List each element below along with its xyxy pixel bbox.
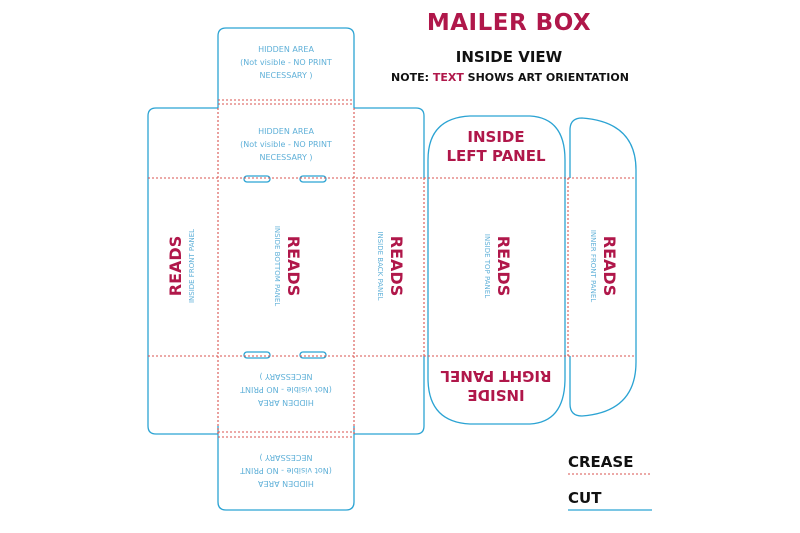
slot-bottom-right bbox=[299, 351, 327, 359]
front-reads: READS bbox=[166, 236, 185, 296]
diagram-title: MAILER BOX bbox=[426, 10, 592, 36]
back-panel-name: INSIDE BACK PANEL bbox=[376, 231, 384, 300]
hidden-bottom-line1: HIDDEN AREA bbox=[258, 479, 314, 488]
right-panel-label: INSIDE RIGHT PANEL bbox=[440, 367, 551, 404]
hidden-upper-line3: NECESSARY ) bbox=[259, 153, 312, 162]
hidden-area-lower: HIDDEN AREA (Not visible - NO PRINT NECE… bbox=[240, 372, 332, 407]
note-highlight: TEXT bbox=[432, 71, 464, 84]
hidden-lower-line3: NECESSARY ) bbox=[259, 372, 312, 381]
note-suffix: SHOWS ART ORIENTATION bbox=[463, 71, 629, 84]
inner-front-panel-name: INNER FRONT PANEL bbox=[589, 230, 597, 302]
slot-top-left bbox=[243, 175, 271, 183]
front-panel-name: INSIDE FRONT PANEL bbox=[188, 229, 196, 303]
left-panel-label: INSIDE LEFT PANEL bbox=[446, 128, 546, 165]
crease-lines bbox=[148, 99, 652, 475]
left-panel-line1: INSIDE bbox=[467, 128, 524, 146]
cut-top-flap bbox=[217, 27, 355, 100]
hidden-upper-line1: HIDDEN AREA bbox=[258, 127, 314, 136]
bottom-panel-label: READS INSIDE BOTTOM PANEL bbox=[273, 226, 303, 306]
back-panel-label: READS INSIDE BACK PANEL bbox=[376, 231, 406, 300]
bottom-reads: READS bbox=[284, 236, 303, 296]
cut-front-panel bbox=[147, 107, 218, 435]
hidden-top-line2: (Not visible - NO PRINT bbox=[240, 58, 332, 67]
note-prefix: NOTE: bbox=[391, 71, 433, 84]
top-reads: READS bbox=[494, 236, 513, 296]
right-panel-line2: RIGHT PANEL bbox=[440, 367, 551, 385]
hidden-bottom-line3: NECESSARY ) bbox=[259, 453, 312, 462]
top-panel-label: READS INSIDE TOP PANEL bbox=[483, 234, 513, 298]
left-panel-line2: LEFT PANEL bbox=[446, 147, 546, 165]
legend-crease-label: CREASE bbox=[568, 453, 634, 471]
top-panel-name: INSIDE TOP PANEL bbox=[483, 234, 491, 298]
front-panel-label: READS INSIDE FRONT PANEL bbox=[166, 229, 196, 303]
slot-bottom-left bbox=[243, 351, 271, 359]
inner-front-panel-label: READS INNER FRONT PANEL bbox=[589, 230, 619, 302]
cut-inner-front-panel bbox=[569, 117, 637, 417]
hidden-area-bottom: HIDDEN AREA (Not visible - NO PRINT NECE… bbox=[240, 453, 332, 488]
hidden-lower-line2: (Not visible - NO PRINT bbox=[240, 385, 332, 394]
hidden-top-line1: HIDDEN AREA bbox=[258, 45, 314, 54]
inner-front-reads: READS bbox=[600, 236, 619, 296]
slot-top-right bbox=[299, 175, 327, 183]
hidden-lower-line1: HIDDEN AREA bbox=[258, 398, 314, 407]
bottom-panel-name: INSIDE BOTTOM PANEL bbox=[273, 226, 281, 306]
cut-lines bbox=[147, 27, 652, 511]
legend-cut-label: CUT bbox=[568, 489, 602, 507]
right-panel-line1: INSIDE bbox=[467, 386, 524, 404]
hidden-upper-line2: (Not visible - NO PRINT bbox=[240, 140, 332, 149]
cut-right-panel-flap bbox=[427, 356, 566, 425]
hidden-area-upper: HIDDEN AREA (Not visible - NO PRINT NECE… bbox=[240, 127, 332, 162]
cut-left-panel-flap bbox=[427, 115, 566, 178]
back-reads: READS bbox=[387, 236, 406, 296]
cut-back-panel bbox=[354, 107, 425, 178]
hidden-bottom-line2: (Not visible - NO PRINT bbox=[240, 466, 332, 475]
diagram-subtitle: INSIDE VIEW bbox=[455, 48, 563, 66]
hidden-area-top: HIDDEN AREA (Not visible - NO PRINT NECE… bbox=[240, 45, 332, 80]
hidden-top-line3: NECESSARY ) bbox=[259, 71, 312, 80]
cut-bottom-flap bbox=[217, 441, 355, 511]
orientation-note: NOTE: TEXT SHOWS ART ORIENTATION bbox=[370, 71, 650, 84]
cut-back-panel-lower bbox=[354, 356, 425, 435]
